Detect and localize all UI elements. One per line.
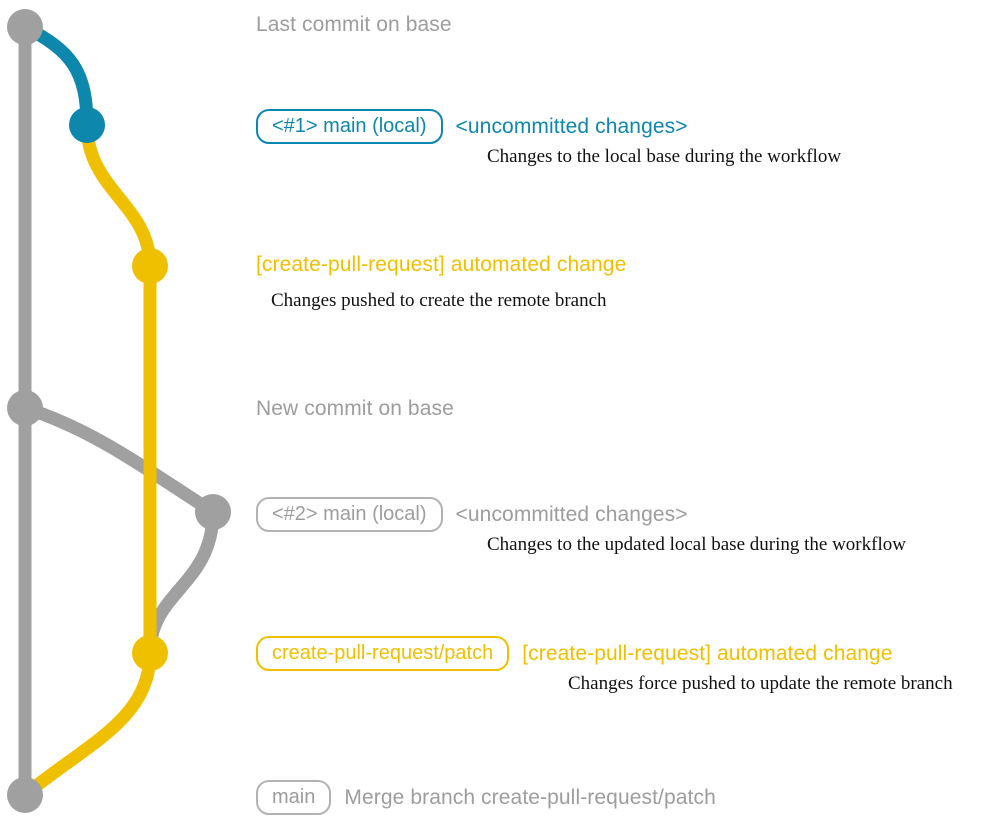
branch-badge-main-local-2[interactable]: <#2> main (local) xyxy=(256,497,443,532)
commit-title: <uncommitted changes> xyxy=(455,114,688,138)
node-merge-commit[interactable] xyxy=(7,777,43,813)
node-automated-change-1[interactable] xyxy=(132,248,168,284)
node-automated-change-2[interactable] xyxy=(132,635,168,671)
patch-branch-line xyxy=(80,118,157,660)
entry-local-uncommitted-1: <#1> main (local) <uncommitted changes> xyxy=(256,109,688,144)
branch-badge-create-pull-request-patch[interactable]: create-pull-request/patch xyxy=(256,636,510,671)
entry-automated-change-2: create-pull-request/patch [create-pull-r… xyxy=(256,636,893,671)
node-new-commit-on-base[interactable] xyxy=(7,390,43,426)
patch-merge-line xyxy=(18,646,157,802)
commit-title: <uncommitted changes> xyxy=(455,502,688,526)
commit-title: New commit on base xyxy=(256,397,454,420)
node-last-commit-on-base[interactable] xyxy=(7,9,43,45)
branch-badge-main[interactable]: main xyxy=(256,780,332,815)
node-local-uncommitted-2[interactable] xyxy=(195,494,231,530)
entry-last-commit-on-base: Last commit on base xyxy=(256,13,452,37)
commit-title: [create-pull-request] automated change xyxy=(522,641,893,665)
entry-merge-commit: main Merge branch create-pull-request/pa… xyxy=(256,780,716,815)
commit-title: [create-pull-request] automated change xyxy=(256,253,627,276)
commit-title: Last commit on base xyxy=(256,13,452,36)
commit-description: Changes pushed to create the remote bran… xyxy=(271,290,607,311)
entry-local-uncommitted-2: <#2> main (local) <uncommitted changes> xyxy=(256,497,688,532)
entry-new-commit-on-base: New commit on base xyxy=(256,397,454,421)
base-to-updated-local-line xyxy=(18,401,220,519)
entry-automated-change-1: [create-pull-request] automated change xyxy=(256,253,626,277)
branch-badge-main-local-1[interactable]: <#1> main (local) xyxy=(256,109,443,144)
commit-description: Changes to the updated local base during… xyxy=(487,534,906,555)
node-local-uncommitted-1[interactable] xyxy=(69,107,105,143)
updated-local-to-patch-line xyxy=(143,505,220,660)
commit-title: Merge branch create-pull-request/patch xyxy=(344,785,716,809)
commit-description: Changes force pushed to update the remot… xyxy=(568,673,953,694)
commit-description: Changes to the local base during the wor… xyxy=(487,146,842,167)
